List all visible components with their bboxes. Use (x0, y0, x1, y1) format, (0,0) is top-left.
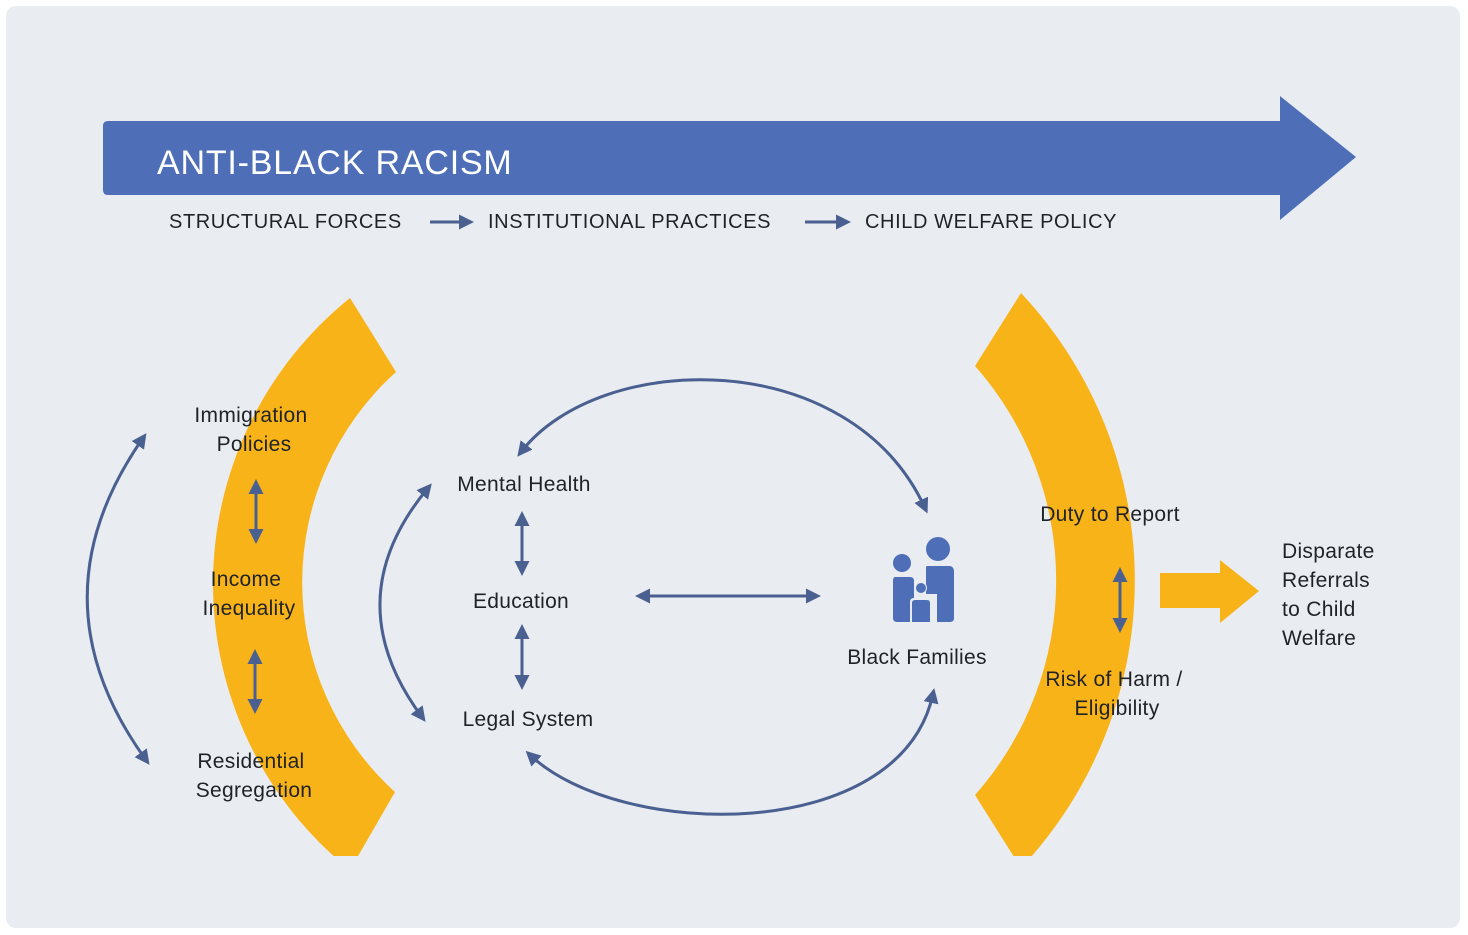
residential-segregation-label: Residential Segregation (196, 750, 313, 802)
family-icon (893, 537, 954, 622)
legal-system-label: Legal System (463, 708, 594, 731)
structural-forces-arc (212, 298, 396, 856)
income-inequality-label: Income Inequality (203, 568, 296, 620)
institutional-cycle-arrow (378, 483, 432, 722)
child-welfare-arc (975, 293, 1135, 856)
mental-health-label: Mental Health (457, 473, 590, 496)
risk-of-harm-label: Risk of Harm / Eligibility (1045, 668, 1188, 720)
education-label: Education (473, 590, 569, 613)
mental-health-families-arc (517, 378, 929, 514)
immigration-policies-label: Immigration Policies (194, 404, 313, 456)
legal-families-arc (525, 688, 939, 816)
structural-cycle-arrow (85, 433, 150, 765)
flow-institutional-practices: INSTITUTIONAL PRACTICES (488, 211, 771, 233)
outcome-arrow (1160, 560, 1259, 623)
banner-title: ANTI-BLACK RACISM (157, 144, 513, 182)
disparate-referrals-label: Disparate Referrals to Child Welfare (1282, 540, 1381, 650)
black-families-label: Black Families (847, 646, 987, 669)
duty-to-report-label: Duty to Report (1040, 503, 1180, 526)
anti-black-racism-banner-arrow (103, 96, 1356, 220)
flow-child-welfare-policy: CHILD WELFARE POLICY (865, 211, 1117, 233)
flow-structural-forces: STRUCTURAL FORCES (169, 211, 402, 233)
